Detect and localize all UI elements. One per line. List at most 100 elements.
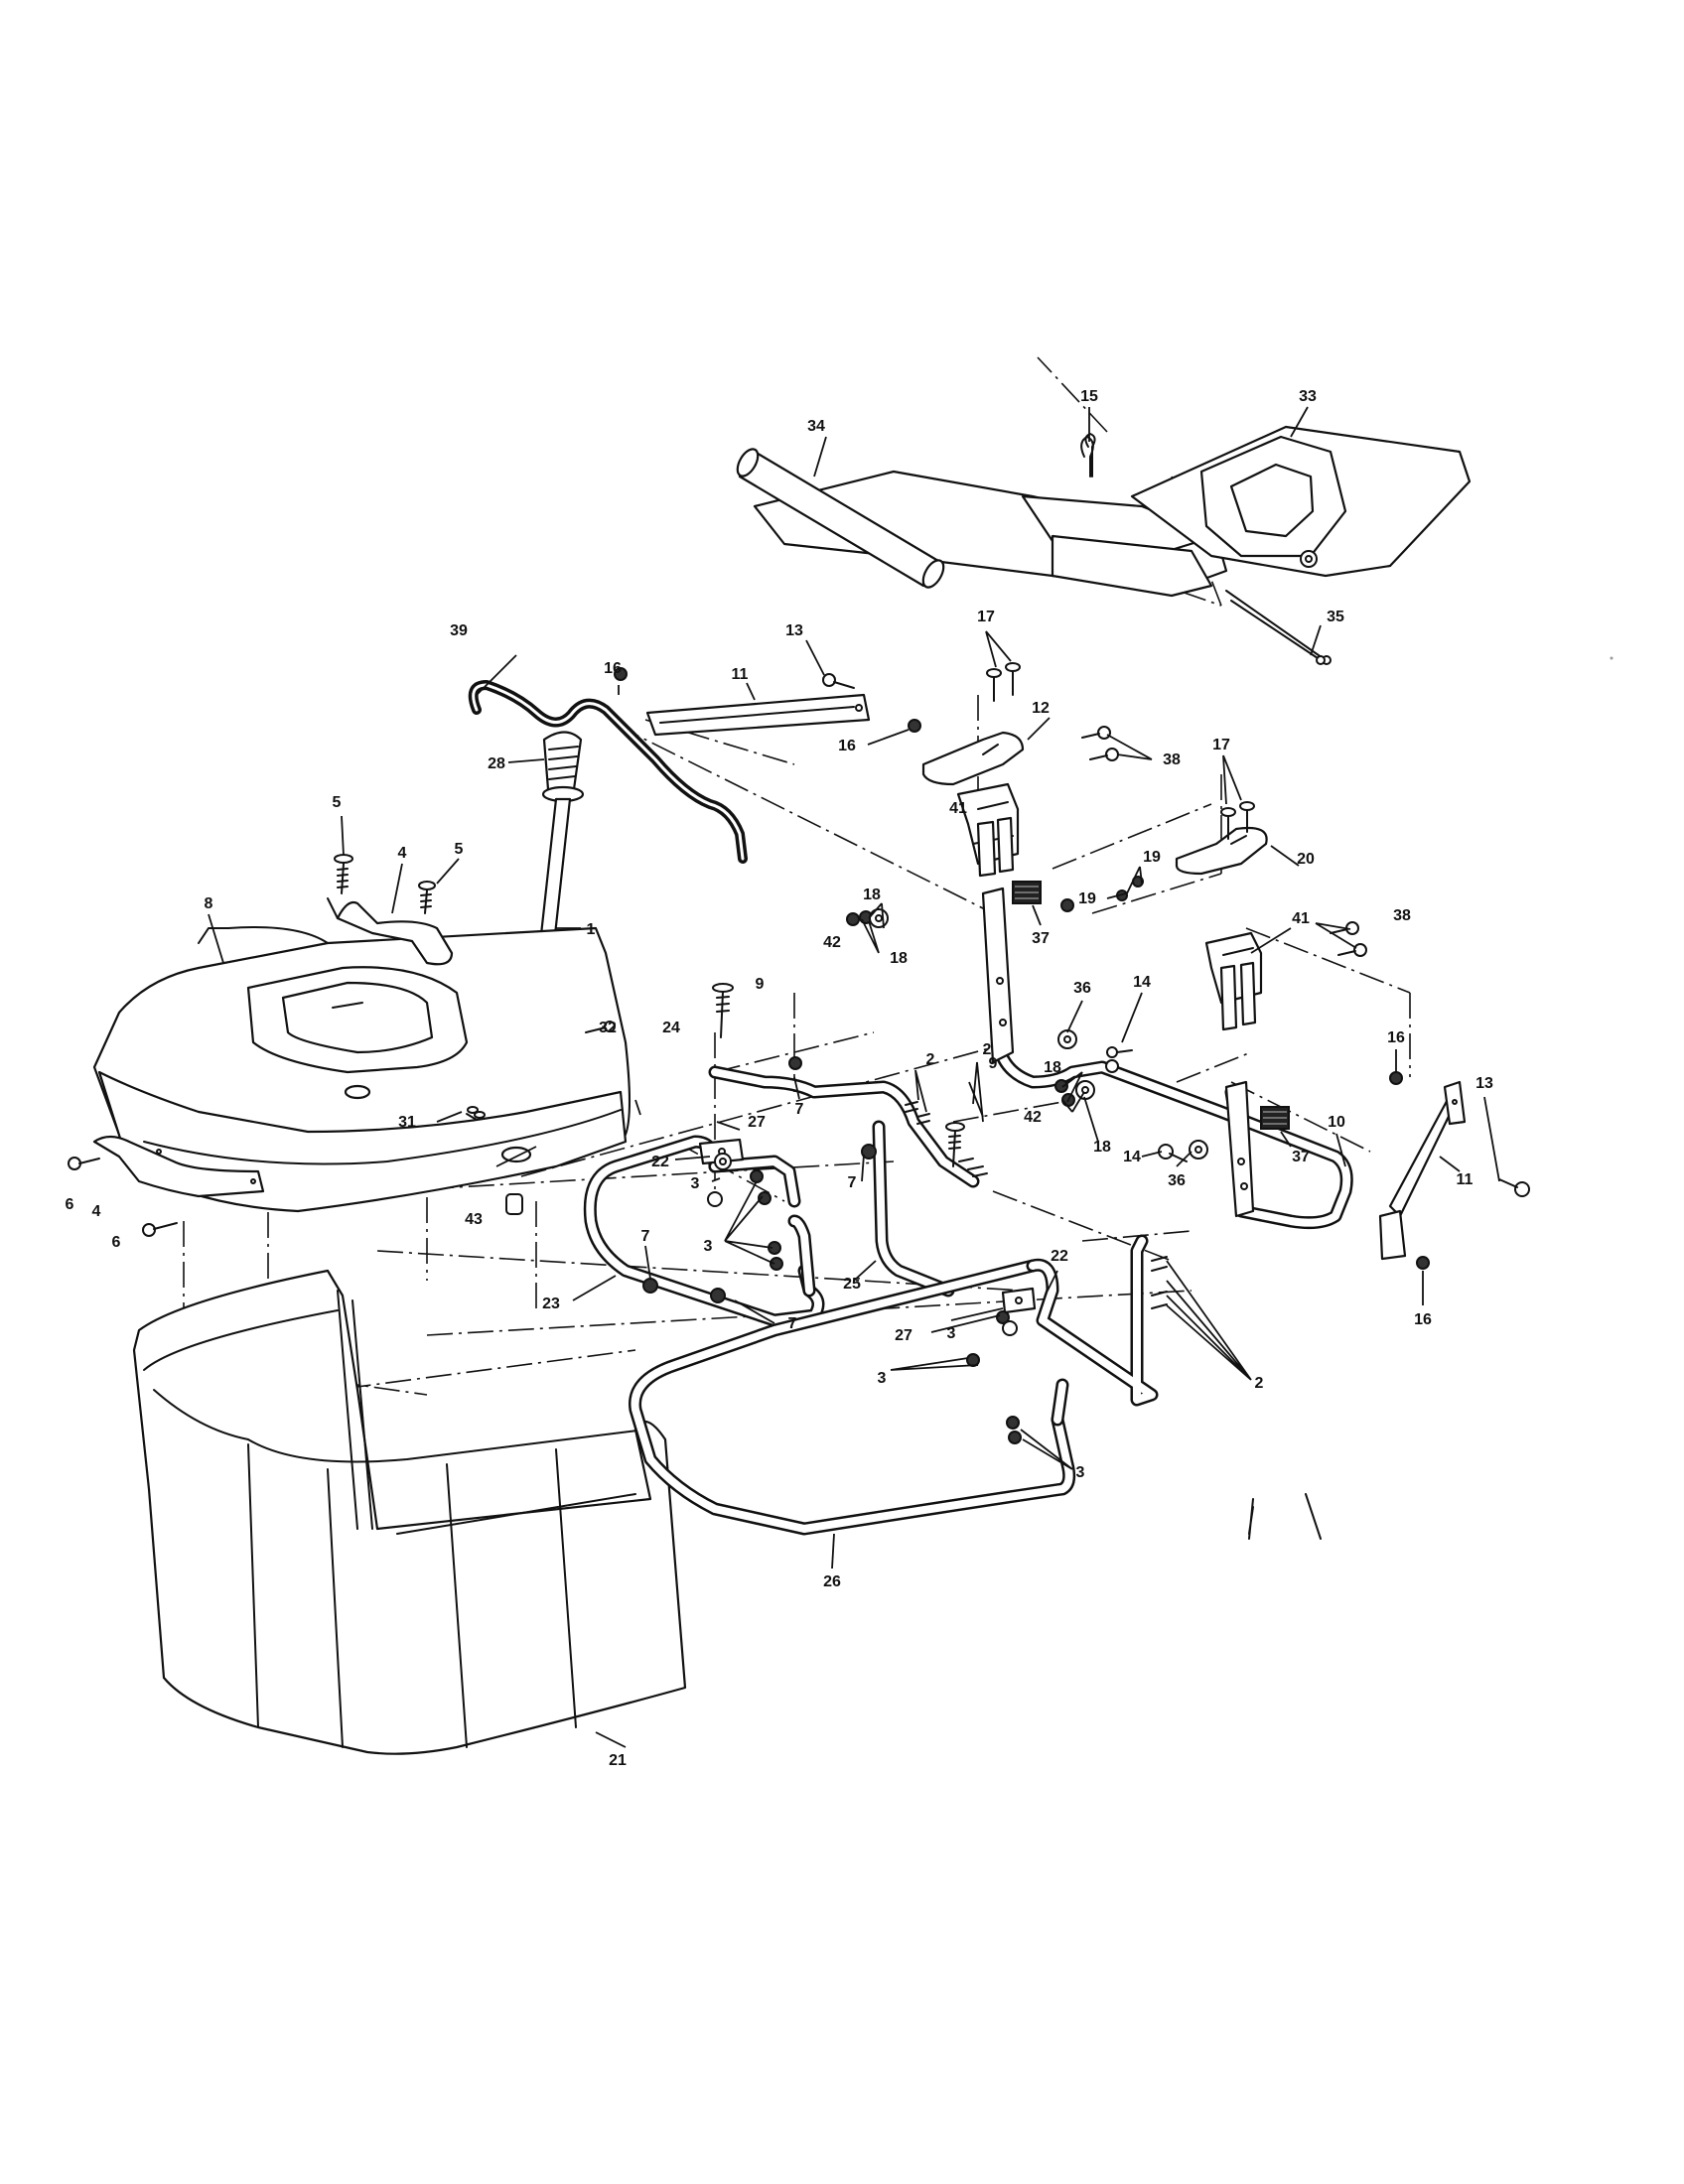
callout-41: 41 [949,800,967,817]
rubber-bumper [1260,1106,1290,1130]
callout-43: 43 [465,1211,483,1228]
callout-17: 17 [1212,737,1230,753]
callout-12: 12 [1032,700,1050,717]
callout-22: 22 [651,1154,669,1170]
callout-36: 36 [1168,1172,1186,1189]
frame-clip [1001,1287,1037,1314]
mounting-frame [981,887,1353,1230]
callout-7: 7 [795,1101,804,1118]
callout-23: 23 [542,1296,560,1312]
callout-32: 32 [599,1020,617,1036]
callout-labels: 34 15 33 35 39 16 11 13 16 17 12 38 28 5… [66,388,1493,1769]
callout-16: 16 [1414,1311,1432,1328]
bolt [1248,1493,1322,1540]
bolt [1220,801,1255,840]
bolt [986,662,1021,702]
mounting-bracket [956,782,1020,878]
callout-13: 13 [1475,1075,1493,1092]
callout-38: 38 [1163,751,1181,768]
callout-26: 26 [823,1573,841,1590]
mounting-bracket [1204,931,1263,1031]
callout-7: 7 [848,1174,857,1191]
hinge-bracket [92,1135,265,1198]
callout-3: 3 [704,1238,713,1255]
bolt [466,1113,478,1121]
bolt [905,1101,1168,1309]
callout-2: 2 [926,1051,935,1068]
bolt [945,1122,965,1167]
leader-lines [208,406,1500,1748]
callout-33: 33 [1299,388,1317,405]
pin-31 [467,1106,486,1119]
callout-39: 39 [450,622,468,639]
callout-31: 31 [398,1114,416,1131]
callout-21: 21 [609,1752,627,1769]
bolt [418,881,436,914]
callout-6: 6 [66,1196,74,1213]
nut [614,667,1430,1444]
lid-handle [327,897,454,966]
latch-plate [921,731,1025,786]
bag-frame-upper [583,1135,825,1327]
callout-13: 13 [785,622,803,639]
tow-hitch-assembly [736,425,1472,665]
callout-35: 35 [1327,609,1344,625]
callout-4: 4 [398,845,407,862]
callout-38: 38 [1393,907,1411,924]
callout-19: 19 [1078,890,1096,907]
callout-10: 10 [1328,1114,1345,1131]
latch-plate [1175,826,1268,876]
callout-3: 3 [1076,1464,1085,1481]
callout-25: 25 [843,1276,861,1293]
callout-36: 36 [1073,980,1091,997]
callout-6: 6 [112,1234,121,1251]
callout-2: 2 [983,1041,992,1058]
callout-34: 34 [807,418,825,435]
callout-37: 37 [1032,930,1050,947]
callout-11: 11 [732,666,749,683]
callout-16: 16 [838,738,856,754]
bolt [822,673,855,689]
bolt [68,1157,100,1170]
bolt [1081,726,1119,761]
callout-9: 9 [989,1055,998,1072]
bolt [1498,1178,1530,1197]
hitch-pin [1080,436,1094,478]
callout-18: 18 [1093,1139,1111,1156]
vertical-support [872,1120,955,1297]
callout-5: 5 [333,794,342,811]
callout-14: 14 [1133,974,1151,991]
callout-37: 37 [1292,1149,1310,1165]
callout-3: 3 [878,1370,887,1387]
bag-frame-lower [629,1234,1159,1536]
callout-42: 42 [823,934,841,951]
callout-18: 18 [890,950,908,967]
bolt [712,983,734,1038]
bolt [1106,1046,1133,1058]
stray-mark [1610,656,1614,660]
callout-41: 41 [1292,910,1310,927]
callout-27: 27 [895,1327,912,1344]
callout-3: 3 [691,1175,700,1192]
deflector-rod [468,680,748,864]
callout-4: 4 [92,1203,101,1220]
bracket [1378,1080,1467,1261]
hitch-rod [1230,600,1326,665]
bolt [1330,921,1367,957]
callout-9: 9 [756,976,765,993]
bolt [334,854,353,894]
callout-27: 27 [748,1114,766,1131]
callout-11: 11 [1457,1171,1474,1188]
callout-18: 18 [1044,1059,1061,1076]
callout-7: 7 [641,1228,650,1245]
callout-2: 2 [1255,1375,1264,1392]
bolt [585,1021,616,1033]
bracket [645,693,871,737]
frame-support-bar [708,1065,980,1188]
rubber-bumper [1012,881,1042,904]
callout-3: 3 [947,1325,956,1342]
callout-22: 22 [1051,1248,1068,1265]
callout-5: 5 [455,841,464,858]
callout-42: 42 [1024,1109,1042,1126]
callout-24: 24 [662,1020,680,1036]
